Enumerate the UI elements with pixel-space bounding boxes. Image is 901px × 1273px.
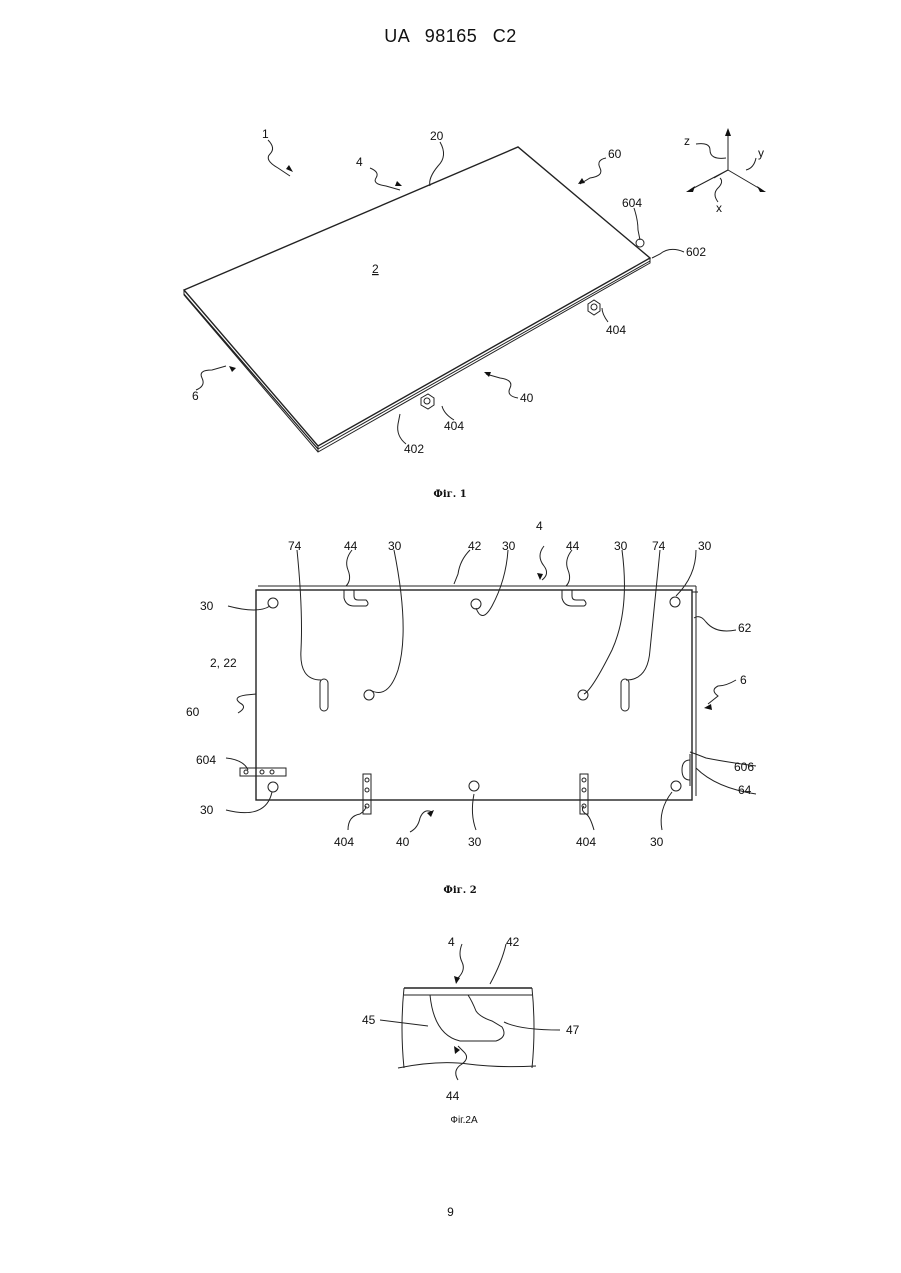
label-30: 30: [388, 539, 402, 553]
label-604: 604: [622, 196, 642, 210]
label-2-22: 2, 22: [210, 656, 237, 670]
panel-drawing-fig2: [240, 586, 698, 814]
hook-44-left: [344, 590, 368, 606]
hook-44-right: [562, 590, 586, 606]
slot-74-right: [621, 679, 629, 711]
label-44: 44: [446, 1089, 460, 1103]
label-60: 60: [608, 147, 622, 161]
label-60: 60: [186, 705, 200, 719]
connector-404-left: [363, 774, 371, 814]
label-42: 42: [468, 539, 482, 553]
hole-30: [469, 781, 479, 791]
label-30: 30: [200, 599, 214, 613]
label-4: 4: [536, 520, 543, 533]
label-6: 6: [740, 673, 747, 687]
connector-404-right: [580, 774, 588, 814]
hole-30: [671, 781, 681, 791]
label-74: 74: [288, 539, 302, 553]
label-402: 402: [404, 442, 424, 456]
label-404: 404: [334, 835, 354, 849]
hook-detail-drawing: [398, 988, 536, 1068]
label-604: 604: [196, 753, 216, 767]
label-30: 30: [502, 539, 516, 553]
caption-fig2a: Фіг.2А: [450, 1115, 478, 1126]
axis-label-y: y: [758, 146, 764, 160]
slot-74-left: [320, 679, 328, 711]
label-30: 30: [650, 835, 664, 849]
connector-604: [240, 768, 286, 776]
label-44: 44: [344, 539, 358, 553]
page-number: 9: [0, 1205, 901, 1219]
label-30: 30: [468, 835, 482, 849]
connector-604: [636, 239, 644, 247]
label-606: 606: [734, 760, 754, 774]
connector-404-rear: [588, 300, 600, 315]
label-42: 42: [506, 935, 520, 949]
label-4: 4: [448, 935, 455, 949]
label-404-rear: 404: [606, 323, 626, 337]
label-47: 47: [566, 1023, 580, 1037]
label-4: 4: [356, 155, 363, 169]
label-44: 44: [566, 539, 580, 553]
label-404-front: 404: [444, 419, 464, 433]
figure-2a: 4 42 45 47 44 Фіг.2А: [0, 920, 901, 1140]
axis-label-z: z: [684, 134, 690, 148]
panel-drawing-fig1: [184, 147, 650, 452]
label-64: 64: [738, 783, 752, 797]
label-40: 40: [396, 835, 410, 849]
caption-fig2: Фіг. 2: [443, 885, 476, 896]
label-404: 404: [576, 835, 596, 849]
hole-30: [670, 597, 680, 607]
hole-30: [471, 599, 481, 609]
label-602: 602: [686, 245, 706, 259]
connector-606: [682, 760, 690, 780]
label-30: 30: [698, 539, 712, 553]
caption-fig1: Фіг. 1: [433, 489, 466, 500]
connector-404-front: [421, 394, 434, 409]
label-2: 2: [372, 262, 379, 276]
axis-label-x: x: [716, 201, 722, 215]
label-6: 6: [192, 389, 199, 403]
figure-2: 74 44 30 42 30 4 44 30 74 30 30 2, 22 60…: [0, 520, 901, 900]
label-45: 45: [362, 1013, 376, 1027]
label-20: 20: [430, 129, 444, 143]
figure-1: 1 20 4 60 604 602 2 404 6 40 404 402 z y…: [0, 0, 901, 520]
label-74: 74: [652, 539, 666, 553]
label-30: 30: [200, 803, 214, 817]
label-62: 62: [738, 621, 752, 635]
label-1: 1: [262, 127, 269, 141]
label-30: 30: [614, 539, 628, 553]
axis-indicator: [686, 128, 766, 202]
hole-30: [268, 782, 278, 792]
label-40: 40: [520, 391, 534, 405]
